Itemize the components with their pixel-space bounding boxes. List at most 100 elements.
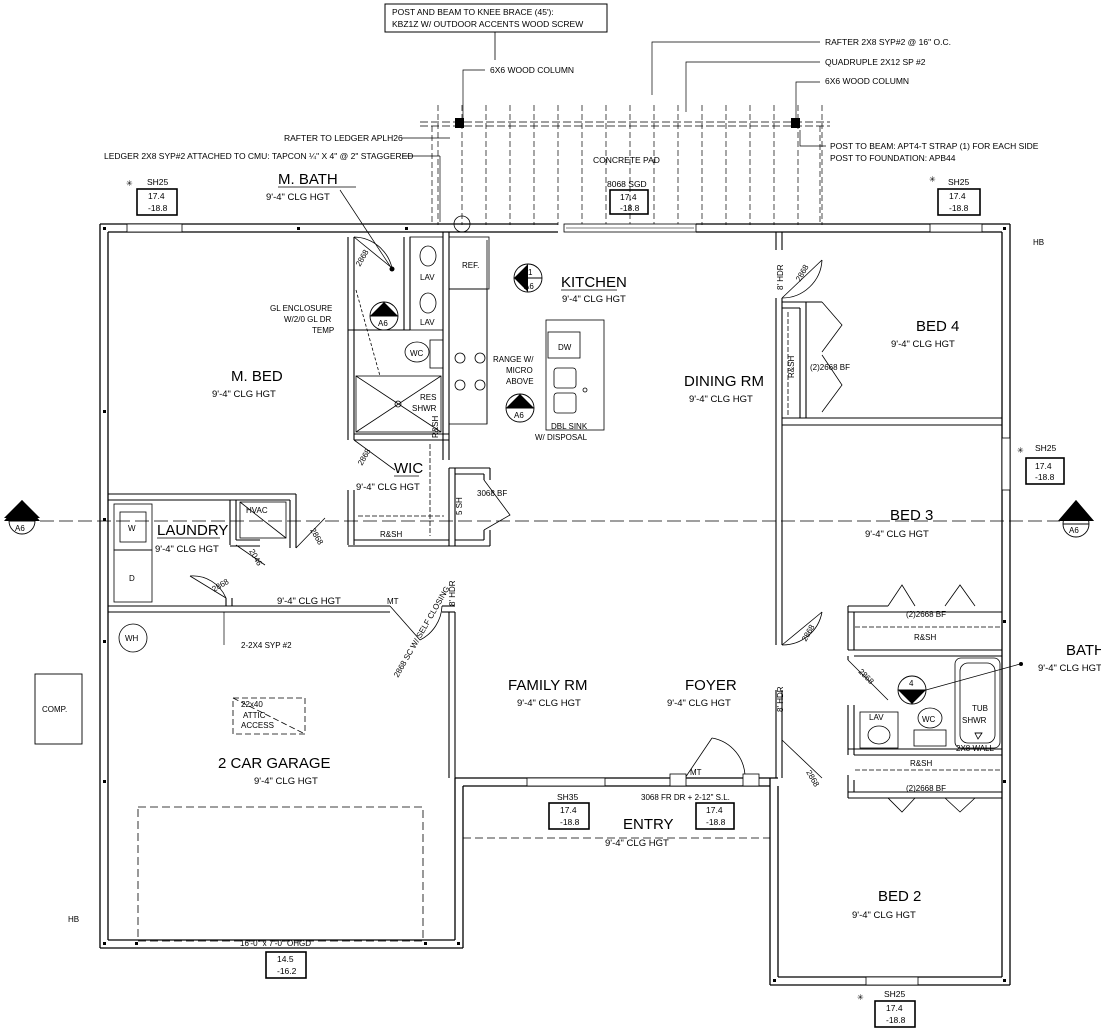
svg-text:2868: 2868 [857,667,876,686]
svg-text:A6: A6 [524,282,534,291]
svg-text:MT: MT [387,597,399,606]
svg-text:RANGE W/: RANGE W/ [493,355,534,364]
room-bed2-name: BED 2 [878,888,921,905]
room-laundry-name: LAUNDRY [157,522,228,539]
svg-text:17.4: 17.4 [620,192,637,202]
svg-text:✳: ✳ [929,175,936,184]
room-labels: M. BATH 9'-4" CLG HGT KITCHEN 9'-4" CLG … [155,171,1101,921]
svg-text:D: D [129,574,135,583]
room-bed3-clg: 9'-4" CLG HGT [865,529,929,540]
room-family-name: FAMILY RM [508,677,587,694]
svg-text:HB: HB [1033,238,1044,247]
wall-posts [103,227,1006,982]
svg-text:A: A [1073,511,1079,520]
svg-text:5 SH: 5 SH [455,497,464,515]
header-note-line1: POST AND BEAM TO KNEE BRACE (45'): [392,7,554,17]
svg-text:WH: WH [125,634,139,643]
svg-text:REF.: REF. [462,261,479,270]
room-mbed-clg: 9'-4" CLG HGT [212,389,276,400]
svg-text:SH25: SH25 [884,989,906,999]
svg-text:2X8 WALL: 2X8 WALL [956,744,994,753]
note-post-to-beam: POST TO BEAM: APT4-T STRAP (1) FOR EACH … [830,141,1039,151]
svg-text:R&SH: R&SH [431,416,440,438]
svg-text:17.4: 17.4 [706,805,723,815]
svg-text:17.4: 17.4 [886,1003,903,1013]
svg-text:3068 FR DR + 2-12" S.L.: 3068 FR DR + 2-12" S.L. [641,793,730,802]
svg-text:R&SH: R&SH [914,633,936,642]
svg-text:✳: ✳ [1017,446,1024,455]
room-family-clg: 9'-4" CLG HGT [517,698,581,709]
svg-text:2868: 2868 [800,623,817,643]
svg-text:8' HDR: 8' HDR [776,686,785,712]
svg-text:2-2X4 SYP #2: 2-2X4 SYP #2 [241,641,292,650]
svg-text:COMP.: COMP. [42,705,67,714]
svg-text:ABOVE: ABOVE [506,377,534,386]
svg-text:SHWR: SHWR [962,716,987,725]
svg-text:TEMP: TEMP [312,326,334,335]
svg-text:MT: MT [690,768,702,777]
svg-text:R&SH: R&SH [910,759,932,768]
svg-text:17.4: 17.4 [148,191,165,201]
svg-text:-18.8: -18.8 [949,203,969,213]
compressor-pad [34,673,83,745]
svg-text:A6: A6 [378,319,388,328]
svg-text:-18.8: -18.8 [148,203,168,213]
svg-text:2868: 2868 [211,577,231,594]
wall-windows [126,223,1011,986]
room-kitchen-name: KITCHEN [561,274,627,291]
svg-text:LAV: LAV [420,318,435,327]
window-tag-ne: ✳ SH25 17.4 -18.8 [929,175,981,216]
svg-text:SH25: SH25 [147,177,169,187]
svg-text:-16.2: -16.2 [277,966,297,976]
room-bed2-clg: 9'-4" CLG HGT [852,910,916,921]
svg-text:(2)2668 BF: (2)2668 BF [906,784,946,793]
svg-text:WC: WC [922,715,936,724]
svg-text:HB: HB [68,915,79,924]
concrete-pad-label: CONCRETE PAD [593,155,660,165]
note-rafter: RAFTER 2X8 SYP#2 @ 16" O.C. [825,37,951,47]
room-foyer-clg: 9'-4" CLG HGT [667,698,731,709]
svg-text:17.4: 17.4 [560,805,577,815]
note-rafter-to-ledger: RAFTER TO LEDGER APLH26 [284,133,403,143]
svg-text:1: 1 [528,268,533,277]
post-right [791,118,800,128]
room-bed4-name: BED 4 [916,318,959,335]
svg-text:A6: A6 [1069,526,1079,535]
fixture-labels: LAV LAV WC REF. DW RANGE W/ MICRO ABOVE … [42,238,1044,948]
svg-text:2868: 2868 [356,447,373,467]
svg-text:16'-0" x 7'-0" OHGD: 16'-0" x 7'-0" OHGD [240,939,311,948]
svg-text:2868: 2868 [804,769,821,789]
room-wic-clg: 9'-4" CLG HGT [356,482,420,493]
svg-text:A: A [19,509,25,518]
room-bed3-name: BED 3 [890,507,933,524]
svg-text:DBL SINK: DBL SINK [551,422,588,431]
svg-text:A6: A6 [514,411,524,420]
svg-text:TUB: TUB [972,704,988,713]
svg-text:17.4: 17.4 [1035,461,1052,471]
svg-text:W/2/0 GL DR: W/2/0 GL DR [284,315,331,324]
pergola [420,105,830,225]
svg-text:W: W [128,524,136,533]
room-garage-clg: 9'-4" CLG HGT [254,776,318,787]
svg-text:2868: 2868 [354,248,371,268]
svg-text:SH35: SH35 [557,792,579,802]
room-bath-name: BATH [1066,642,1101,659]
svg-text:A6: A6 [15,524,25,533]
svg-text:SH25: SH25 [1035,443,1057,453]
svg-text:SH25: SH25 [948,177,970,187]
svg-text:14.5: 14.5 [277,954,294,964]
svg-text:✳: ✳ [857,993,864,1002]
svg-text:-18.8: -18.8 [620,203,640,213]
room-bath-clg: 9'-4" CLG HGT [1038,663,1101,674]
svg-text:17.4: 17.4 [949,191,966,201]
svg-text:-18.8: -18.8 [560,817,580,827]
header-note-line2: KBZ1Z W/ OUTDOOR ACCENTS WOOD SCREW [392,19,583,29]
fixtures [113,236,1001,942]
room-mbath-name: M. BATH [278,171,338,188]
section-marker-text: A A6 A A6 1 A6 3 A6 2 A6 4 A6 [15,268,1079,700]
room-foyer-name: FOYER [685,677,737,694]
window-tag-sh35: SH35 17.4 -18.8 [548,792,590,830]
room-entry-clg: 9'-4" CLG HGT [605,838,669,849]
exterior-walls [99,223,1011,986]
